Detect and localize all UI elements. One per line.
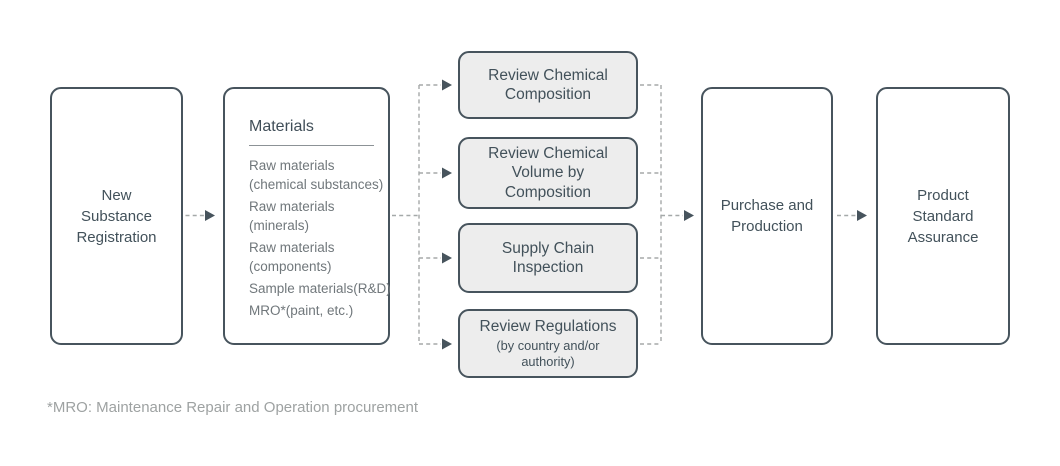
product-standard-assurance-box: Product Standard Assurance (876, 87, 1010, 345)
review-chemical-composition-box: Review Chemical Composition (458, 51, 638, 119)
materials-list: Raw materials (chemical substances) Raw … (249, 156, 391, 323)
materials-item-raw-components: Raw materials (components) (249, 240, 335, 274)
arrowhead-icon (442, 167, 452, 179)
arrowhead-icon (205, 210, 215, 221)
review-regulations-label: Review Regulations (479, 318, 617, 336)
review-chemical-composition-label: Review Chemical Composition (488, 66, 608, 104)
purchase-production-label: Purchase and Production (720, 197, 814, 235)
new-substance-registration-box: New Substance Registration (50, 87, 183, 345)
arrowhead-icon (442, 338, 452, 350)
arrowhead-icon (442, 252, 452, 264)
materials-item-raw-chemical: Raw materials (chemical substances) (249, 158, 384, 192)
arrowhead-icon (442, 79, 452, 91)
supply-chain-inspection-box: Supply Chain Inspection (458, 223, 638, 293)
materials-item-sample: Sample materials(R&D) (249, 281, 391, 296)
review-regulations-sublabel: (by country and/or authority) (496, 337, 600, 369)
materials-item-mro: MRO*(paint, etc.) (249, 303, 354, 318)
mro-footnote: *MRO: Maintenance Repair and Operation p… (47, 399, 419, 416)
materials-divider (249, 145, 374, 146)
review-regulations-box: Review Regulations (by country and/or au… (458, 309, 638, 378)
review-chemical-volume-box: Review Chemical Volume by Composition (458, 137, 638, 209)
materials-box: Materials Raw materials (chemical substa… (223, 87, 391, 345)
review-chemical-volume-label: Review Chemical Volume by Composition (488, 144, 608, 201)
new-substance-registration-label: New Substance Registration (76, 186, 157, 246)
supply-chain-inspection-label: Supply Chain Inspection (501, 239, 595, 277)
materials-item-raw-minerals: Raw materials (minerals) (249, 199, 335, 233)
arrowhead-icon (857, 210, 867, 221)
purchase-production-box: Purchase and Production (701, 87, 833, 345)
product-standard-assurance-label: Product Standard Assurance (907, 186, 979, 246)
arrowhead-icon (684, 210, 694, 221)
materials-title: Materials (249, 118, 314, 135)
